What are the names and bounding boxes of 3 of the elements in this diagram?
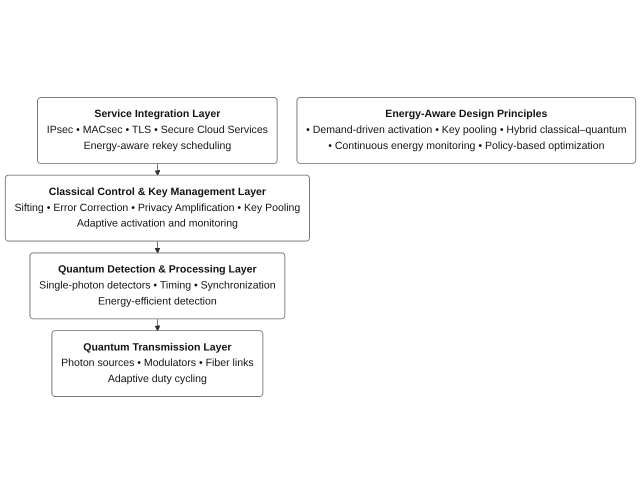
arrow: [154, 241, 160, 254]
arrow: [154, 318, 160, 332]
arrow: [154, 163, 160, 176]
